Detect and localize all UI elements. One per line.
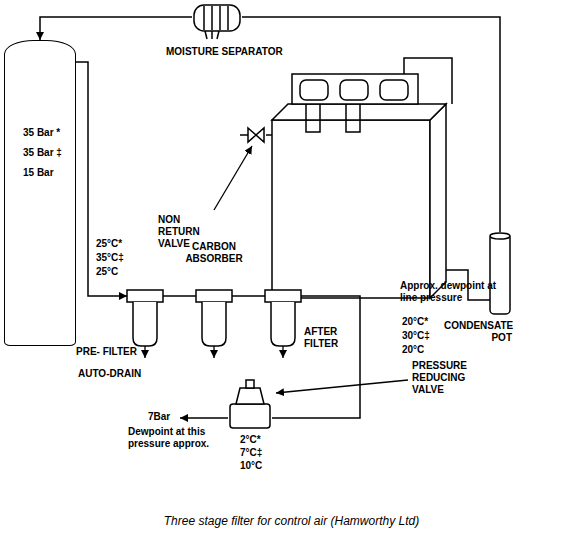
temperature-value: 7°C‡ <box>240 447 262 459</box>
leader-line <box>214 146 252 210</box>
pressure-value: 15 Bar <box>23 167 71 179</box>
filter-box: PRE- FILTER <box>127 289 163 346</box>
note-label: Dewpoint at this pressure approx. <box>128 426 220 450</box>
note-label: AUTO-DRAIN <box>78 368 141 380</box>
moisture-separator: MOISTURE SEPARATOR <box>192 3 242 35</box>
note-label: Approx. dewpoint at line pressure <box>400 280 500 304</box>
filter-box: CARBON ABSORBER <box>196 289 232 346</box>
part-name: CARBON ABSORBER <box>180 241 248 265</box>
non-return-valve <box>240 128 264 142</box>
drain-arrow <box>213 346 214 358</box>
valve-box: PRESSURE REDUCING VALVE <box>228 380 272 430</box>
receiver-tank: 35 Bar * 35 Bar ‡ 15 Bar <box>4 40 76 346</box>
temperature-value: 20°C <box>402 344 424 356</box>
pressure-value: 35 Bar * <box>23 127 71 139</box>
condensate-pot <box>490 233 510 314</box>
part-name: PRESSURE REDUCING VALVE <box>412 360 492 396</box>
air-pipe <box>40 17 192 40</box>
air-pipe <box>76 62 127 296</box>
air-pipe <box>232 295 265 297</box>
part-name: MOISTURE SEPARATOR <box>166 46 283 58</box>
note-label: 7Bar <box>148 411 170 423</box>
drain-arrow <box>144 346 145 358</box>
temperature-value: 25°C* <box>96 238 122 250</box>
outlet-arrow <box>180 417 228 418</box>
air-pipe <box>272 296 360 418</box>
filter-box: AFTER FILTER <box>265 289 301 346</box>
note-label: NON RETURN VALVE <box>158 214 218 250</box>
part-name: AFTER FILTER <box>304 326 346 350</box>
carbon-absorber <box>196 290 232 346</box>
pre-filter <box>127 290 163 346</box>
drain-arrow <box>282 346 283 358</box>
moisture-separator <box>194 5 240 39</box>
figure-caption: Three stage filter for control air (Hamw… <box>0 514 583 528</box>
air-pipe <box>163 295 196 297</box>
temperature-value: 25°C <box>96 266 118 278</box>
condensate-pot: CONDENSATE POT <box>488 232 512 316</box>
temperature-value: 35°C‡ <box>96 252 124 264</box>
temperature-value: 10°C <box>240 460 262 472</box>
pressure-value: 35 Bar ‡ <box>23 147 71 159</box>
after-filter <box>265 290 301 346</box>
temperature-value: 2°C* <box>240 434 261 446</box>
pressure-reducing-valve <box>230 380 270 428</box>
part-name: PRE- FILTER <box>76 346 137 358</box>
part-name: CONDENSATE POT <box>444 320 512 344</box>
temperature-value: 20°C* <box>402 316 428 328</box>
compressor <box>266 58 490 300</box>
leader-line <box>276 380 408 393</box>
temperature-value: 30°C‡ <box>402 330 430 342</box>
